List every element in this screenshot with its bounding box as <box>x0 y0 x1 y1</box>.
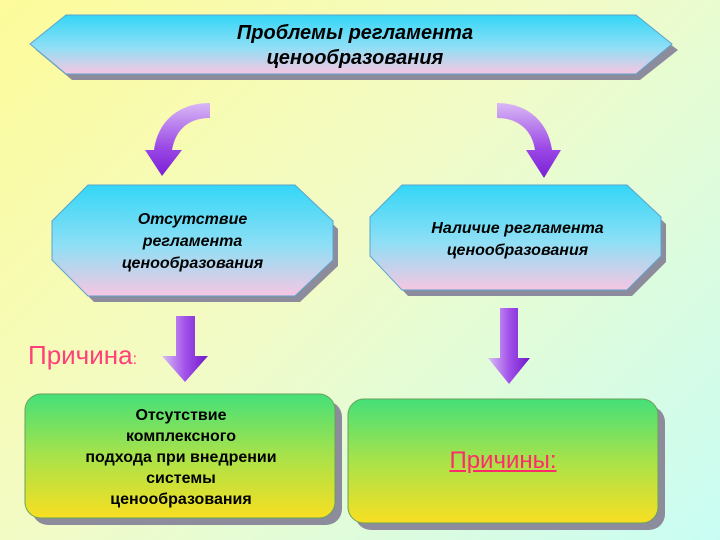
reason-line-1: Отсутствие <box>135 406 227 424</box>
has-regulation-box <box>369 184 666 296</box>
has-regulation-line-1: Наличие регламента <box>431 220 604 237</box>
reason-label: Причина: <box>28 340 137 371</box>
page-title: Проблемы регламента ценообразования <box>60 16 650 76</box>
no-regulation-box <box>51 184 338 302</box>
no-regulation-line-3: ценообразования <box>121 255 264 272</box>
reason-label-text: Причина <box>28 340 133 370</box>
reasons-box <box>347 398 665 530</box>
reason-label-colon: : <box>132 351 138 368</box>
no-regulation-label: Отсутствие регламента ценообразования <box>60 190 325 294</box>
reason-line-2: комплексного <box>125 427 237 445</box>
has-regulation-label: Наличие регламента ценообразования <box>380 190 655 290</box>
down-arrow-right <box>488 308 530 384</box>
reasons-link[interactable]: Причины: <box>350 400 656 522</box>
title-line-2: ценообразования <box>266 47 444 69</box>
no-regulation-line-2: регламента <box>142 233 243 250</box>
title-banner <box>29 14 678 80</box>
reason-line-5: ценообразования <box>110 490 252 508</box>
reasons-link-text[interactable]: Причины: <box>449 447 557 474</box>
title-line-1: Проблемы регламента <box>236 22 474 44</box>
no-regulation-line-1: Отсутствие <box>137 211 248 228</box>
reason-box <box>24 393 342 525</box>
reason-box-label: Отсутствие комплексного подхода при внед… <box>28 396 334 518</box>
reason-line-3: подхода при внедрении <box>85 448 277 466</box>
down-arrow-left <box>162 316 208 382</box>
curved-arrow-right <box>497 103 561 178</box>
reason-line-4: системы <box>146 469 216 487</box>
curved-arrow-left <box>145 103 210 176</box>
has-regulation-line-2: ценообразования <box>446 242 589 259</box>
